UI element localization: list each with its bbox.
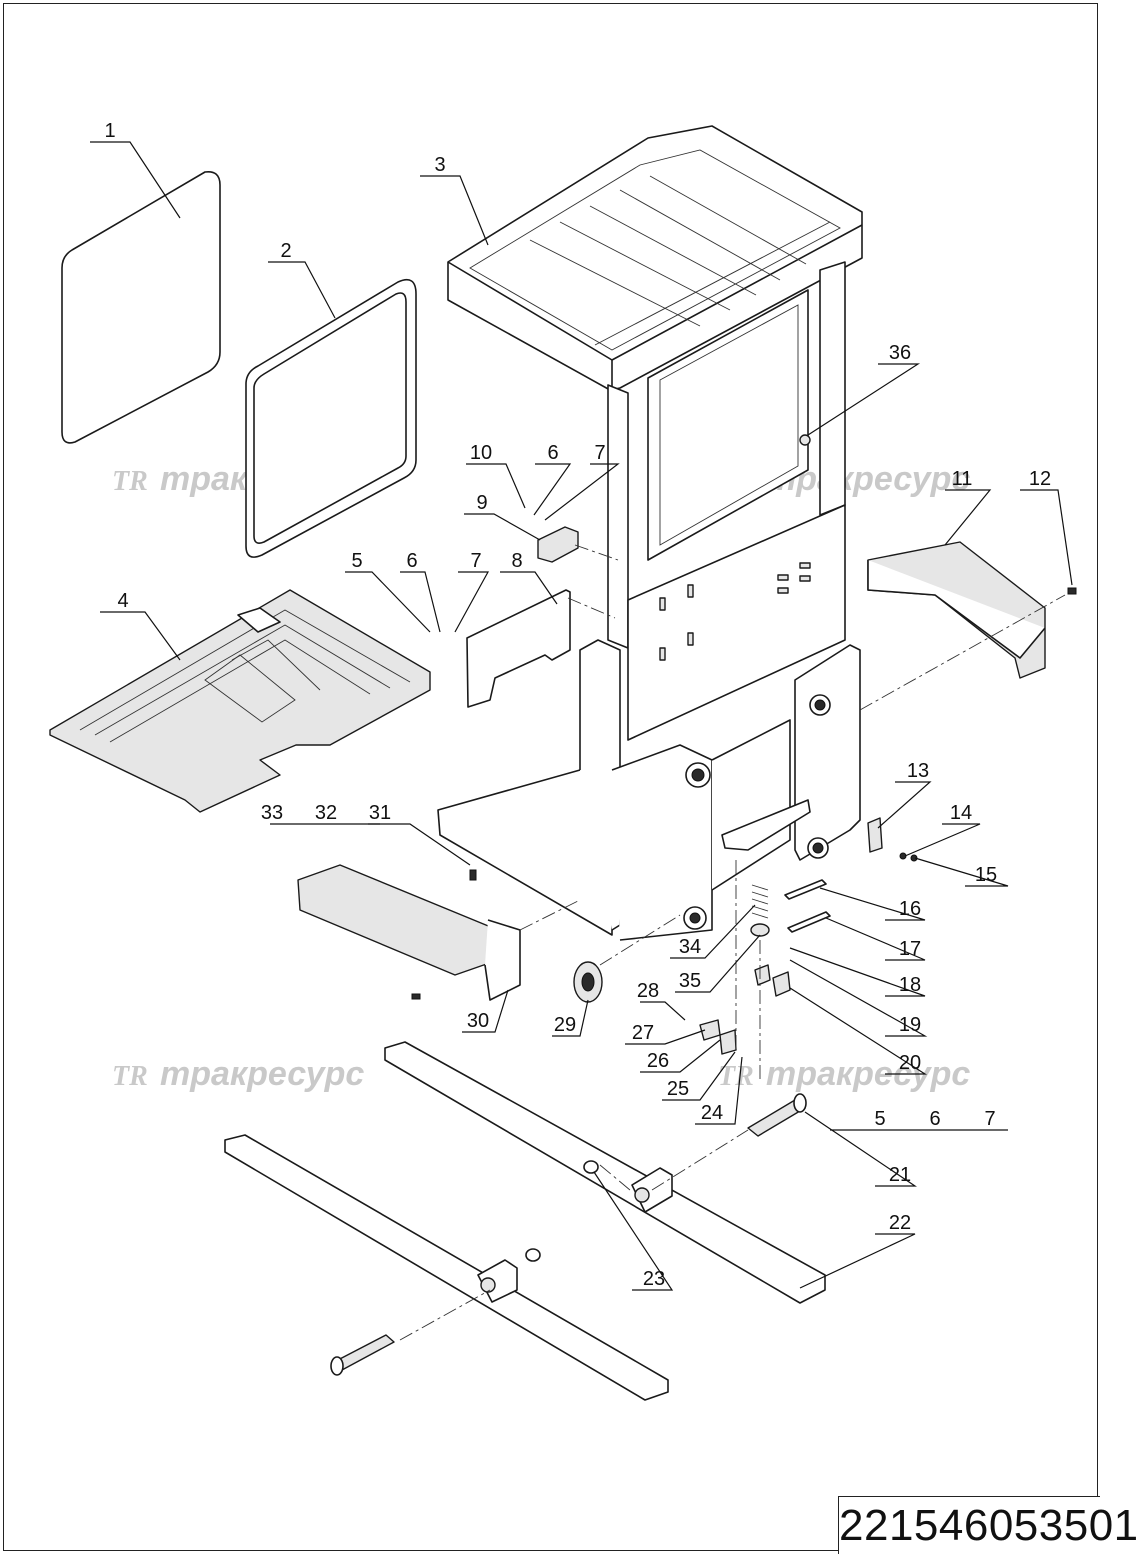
callout-33: 33 <box>261 802 283 824</box>
watermark-text: тракресурс <box>160 1055 364 1093</box>
callout-28: 28 <box>637 980 659 1002</box>
callout-16: 16 <box>899 898 921 920</box>
callout-27: 27 <box>632 1022 654 1044</box>
callout-25: 25 <box>667 1078 689 1100</box>
document-number: 221546053501 <box>838 1496 1138 1554</box>
watermark-logo: TR <box>112 1061 148 1092</box>
callout-9: 9 <box>476 492 487 514</box>
callout-13: 13 <box>907 760 929 782</box>
callout-6: 6 <box>547 442 558 464</box>
callout-2: 2 <box>280 240 291 262</box>
callout-19: 19 <box>899 1014 921 1036</box>
part-spring <box>750 884 770 937</box>
leader-lines <box>90 141 1073 1291</box>
callout-11: 11 <box>952 468 973 490</box>
callout-7: 7 <box>984 1108 995 1130</box>
part-glass-panel <box>61 170 221 444</box>
callout-21: 21 <box>889 1164 911 1186</box>
part-floor-mat <box>49 589 431 813</box>
callout-15: 15 <box>975 864 997 886</box>
callout-18: 18 <box>899 974 921 996</box>
callout-26: 26 <box>647 1050 669 1072</box>
part-washer <box>525 1160 599 1262</box>
assembly-lines <box>399 544 1066 1341</box>
callout-5: 5 <box>351 550 362 572</box>
part-right-step <box>867 541 1046 679</box>
callout-35: 35 <box>679 970 701 992</box>
part-cover-plate <box>466 589 571 708</box>
callout-34: 34 <box>679 936 701 958</box>
watermark-logo: TR <box>718 1061 754 1092</box>
callout-7: 7 <box>594 442 605 464</box>
watermark-3: TR тракресурс <box>112 1055 364 1093</box>
watermark-logo: TR <box>112 466 148 497</box>
part-seal-frame <box>245 278 417 558</box>
callout-31: 31 <box>369 802 391 824</box>
callout-4: 4 <box>117 590 128 612</box>
callout-3: 3 <box>434 154 445 176</box>
callout-6: 6 <box>406 550 417 572</box>
part-pin-21 <box>747 1093 807 1137</box>
callout-17: 17 <box>899 938 921 960</box>
callout-14: 14 <box>950 802 972 824</box>
part-module-9 <box>537 526 579 563</box>
callout-7: 7 <box>470 550 481 572</box>
part-roller <box>573 961 603 1003</box>
callout-29: 29 <box>554 1014 576 1036</box>
part-pin-left <box>330 1334 395 1376</box>
callout-30: 30 <box>467 1010 489 1032</box>
callout-8: 8 <box>511 550 522 572</box>
callout-32: 32 <box>315 802 337 824</box>
exploded-parts-diagram: TR тракресурс TR тракресурс TR тракресур… <box>49 120 1077 1401</box>
callout-20: 20 <box>899 1052 921 1074</box>
callout-5: 5 <box>874 1108 885 1130</box>
watermark-text: тракресурс <box>766 1055 970 1093</box>
callout-24: 24 <box>701 1102 723 1124</box>
drawing-frame <box>3 3 1098 1551</box>
watermark-4: TR тракресурс <box>718 1055 970 1093</box>
callout-36: 36 <box>889 342 911 364</box>
callout-1: 1 <box>104 120 115 142</box>
part-cab-frame <box>437 125 863 941</box>
callout-6: 6 <box>929 1108 940 1130</box>
part-left-step <box>297 864 521 1001</box>
callout-22: 22 <box>889 1212 911 1234</box>
callout-10: 10 <box>470 442 492 464</box>
callout-12: 12 <box>1029 468 1051 490</box>
part-bolts <box>411 587 1077 1055</box>
callout-23: 23 <box>643 1268 665 1290</box>
